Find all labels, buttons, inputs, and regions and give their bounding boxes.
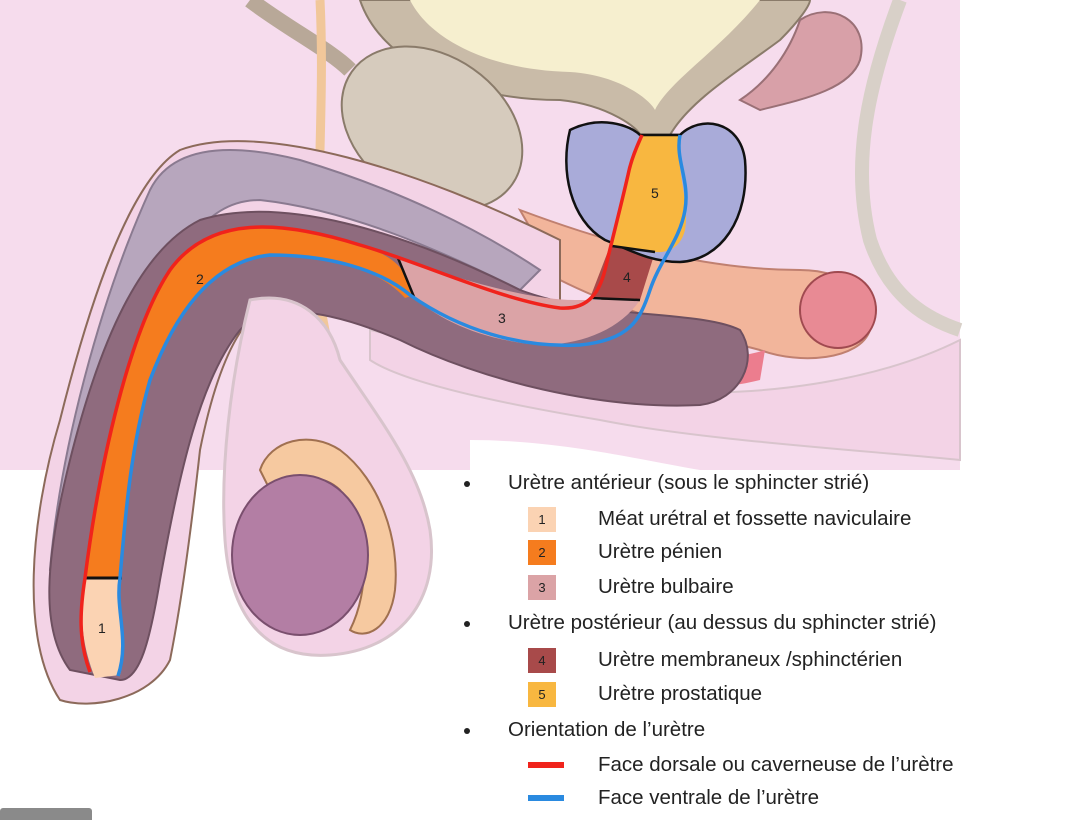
swatch-5: 5 [528, 682, 556, 707]
bladder-lumen [410, 0, 760, 110]
region-number-2: 2 [196, 271, 204, 287]
overlay-tab [0, 808, 92, 820]
boundary-2-3 [396, 257, 416, 298]
region-number-5: 5 [651, 185, 659, 201]
section-title: Urètre antérieur (sous le sphincter stri… [508, 471, 870, 494]
legend-label: Urètre membraneux /sphinctérien [598, 648, 903, 671]
region-number-1: 1 [98, 620, 106, 636]
dorsal-urethra-line [79, 134, 644, 673]
prostatic-urethra [612, 135, 687, 253]
legend-label: Méat urétral et fossette naviculaire [598, 507, 912, 530]
ventral-urethra-line [116, 134, 688, 677]
seminal-vesicle [738, 11, 863, 112]
swatch-3: 3 [528, 575, 556, 600]
testis [231, 474, 369, 636]
boundary-4-5 [611, 244, 656, 254]
bullet-icon [464, 481, 470, 487]
legend-label: Urètre prostatique [598, 682, 763, 705]
bullet-icon [464, 621, 470, 627]
section-title: Orientation de l’urètre [508, 718, 706, 741]
meatus-fossa [82, 578, 124, 678]
bullet-icon [464, 728, 470, 734]
region-number-3: 3 [498, 310, 506, 326]
anal-sphincter [799, 271, 877, 349]
legend-label: Urètre bulbaire [598, 575, 734, 598]
swatch-1: 1 [528, 507, 556, 532]
legend-label: Face dorsale ou caverneuse de l’urètre [598, 753, 954, 776]
penile-urethra [85, 227, 415, 578]
swatch-4: 4 [528, 648, 556, 673]
legend-label: Urètre pénien [598, 540, 723, 563]
section-title: Urètre postérieur (au dessus du sphincte… [508, 611, 937, 634]
red-line-swatch [528, 762, 564, 768]
swatch-2: 2 [528, 540, 556, 565]
pelvic-ligament [245, 0, 356, 76]
region-number-4: 4 [623, 269, 631, 285]
buttock-outline [855, 0, 963, 337]
legend-label: Face ventrale de l’urètre [598, 786, 820, 809]
blue-line-swatch [528, 795, 564, 801]
boundary-3-4 [589, 296, 641, 302]
